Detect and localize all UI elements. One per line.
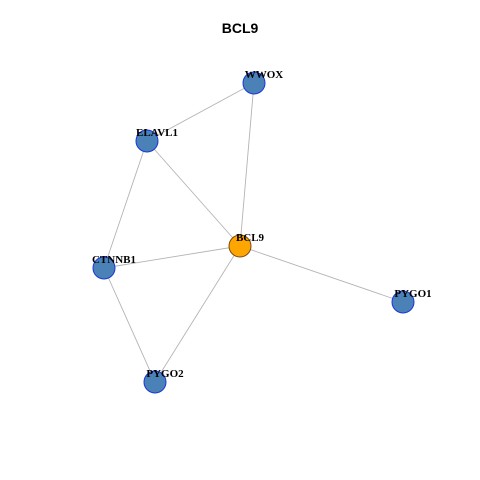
node-label-pygo1: PYGO1 bbox=[394, 288, 431, 300]
edge-bcl9-pygo1 bbox=[239, 245, 404, 303]
node-pygo1 bbox=[391, 290, 415, 314]
node-label-elavl1: ELAVL1 bbox=[136, 127, 178, 139]
node-label-wwox: WWOX bbox=[245, 69, 284, 81]
node-elavl1 bbox=[135, 129, 159, 153]
edge-ctnnb1-bcl9 bbox=[103, 245, 241, 269]
node-bcl9 bbox=[228, 234, 252, 258]
node-label-ctnnb1: CTNNB1 bbox=[92, 254, 136, 266]
node-pygo2 bbox=[143, 370, 167, 394]
edge-bcl9-pygo2 bbox=[154, 245, 241, 383]
edge-elavl1-bcl9 bbox=[146, 140, 241, 247]
graph-title: BCL9 bbox=[221, 20, 259, 36]
node-wwox bbox=[242, 71, 266, 95]
edge-ctnnb1-pygo2 bbox=[103, 267, 156, 383]
edge-elavl1-ctnnb1 bbox=[103, 140, 148, 269]
edge-wwox-bcl9 bbox=[239, 82, 255, 247]
node-label-pygo2: PYGO2 bbox=[146, 368, 184, 380]
node-label-bcl9: BCL9 bbox=[236, 232, 265, 244]
edge-elavl1-wwox bbox=[146, 82, 255, 142]
node-ctnnb1 bbox=[92, 256, 116, 280]
nodes-layer bbox=[92, 71, 415, 394]
edges-layer bbox=[103, 82, 404, 383]
